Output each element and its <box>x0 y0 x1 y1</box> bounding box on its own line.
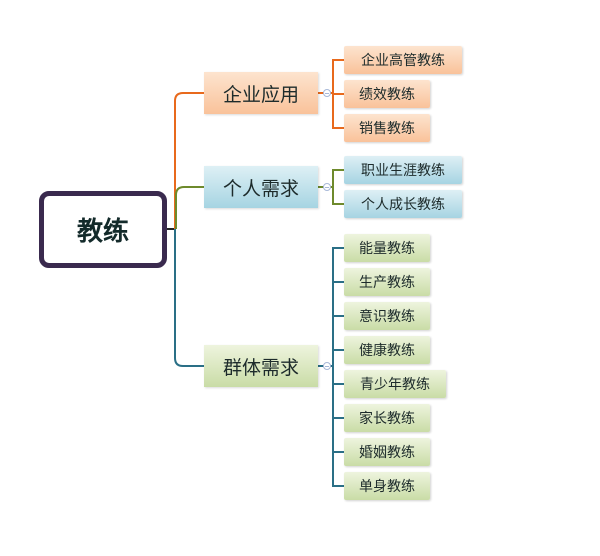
bracket-enterprise <box>318 59 344 129</box>
connector-enterprise <box>174 92 204 229</box>
collapse-icon[interactable] <box>323 362 331 370</box>
branch-group[interactable]: 群体需求 <box>204 345 318 387</box>
leaf-node[interactable]: 职业生涯教练 <box>344 156 462 184</box>
connector-personal <box>175 186 204 229</box>
leaf-node[interactable]: 健康教练 <box>344 336 430 364</box>
leaf-node[interactable]: 意识教练 <box>344 302 430 330</box>
collapse-icon[interactable] <box>323 89 331 97</box>
leaf-node[interactable]: 个人成长教练 <box>344 190 462 218</box>
leaf-node[interactable]: 销售教练 <box>344 114 430 142</box>
leaf-node[interactable]: 单身教练 <box>344 472 430 500</box>
bracket-personal <box>318 169 344 205</box>
bracket-group <box>318 247 344 487</box>
leaf-node[interactable]: 企业高管教练 <box>344 46 462 74</box>
connector-group <box>174 229 204 367</box>
leaf-node[interactable]: 绩效教练 <box>344 80 430 108</box>
leaf-node[interactable]: 生产教练 <box>344 268 430 296</box>
branch-enterprise[interactable]: 企业应用 <box>204 72 318 114</box>
leaf-node[interactable]: 能量教练 <box>344 234 430 262</box>
branch-personal[interactable]: 个人需求 <box>204 166 318 208</box>
leaf-node[interactable]: 婚姻教练 <box>344 438 430 466</box>
leaf-node[interactable]: 家长教练 <box>344 404 430 432</box>
collapse-icon[interactable] <box>323 183 331 191</box>
root-node[interactable]: 教练 <box>39 191 167 268</box>
leaf-node[interactable]: 青少年教练 <box>344 370 446 398</box>
